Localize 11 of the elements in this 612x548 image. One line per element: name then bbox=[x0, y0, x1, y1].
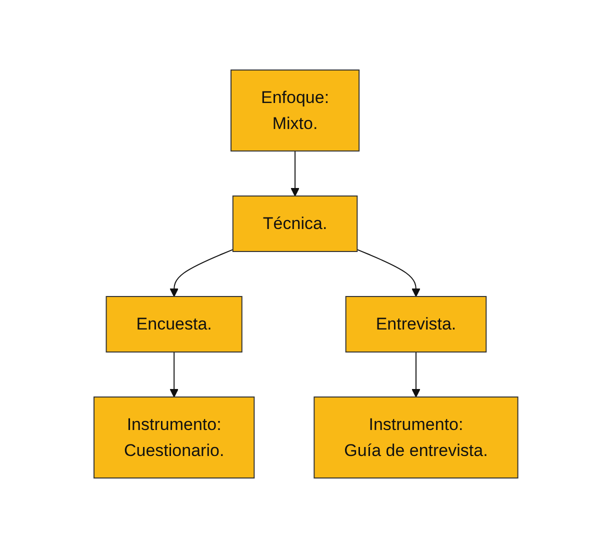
arrow bbox=[170, 352, 179, 398]
node-box: Entrevista. bbox=[345, 296, 487, 352]
arrow bbox=[412, 352, 420, 398]
node-box: Instrumento: Guía de entrevista. bbox=[314, 396, 518, 478]
node-box: Técnica. bbox=[232, 196, 358, 252]
arrow bbox=[356, 249, 420, 297]
node-box: Enfoque: Mixto. bbox=[230, 70, 360, 152]
arrow bbox=[290, 150, 300, 196]
arrow bbox=[170, 249, 234, 297]
node-box: Instrumento: Cuestionario. bbox=[94, 396, 255, 478]
node-box: Encuesta. bbox=[106, 296, 242, 352]
